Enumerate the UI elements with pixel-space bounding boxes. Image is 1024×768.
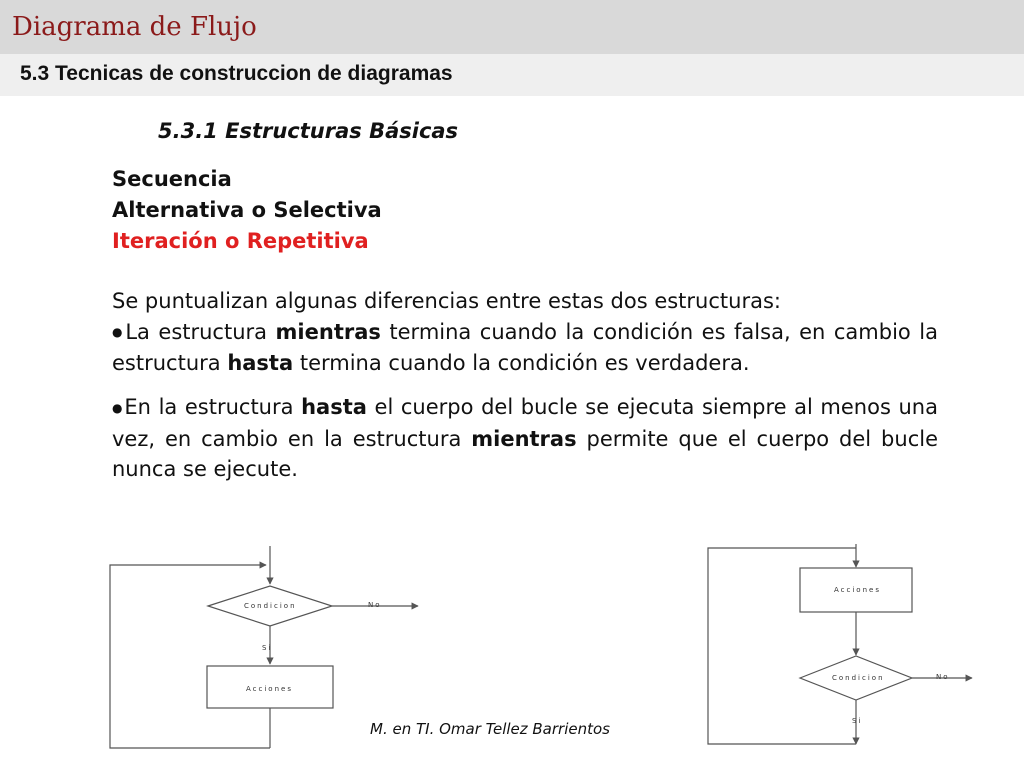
slide-title: Diagrama de Flujo <box>12 12 257 42</box>
slide-subtitle: 5.3 Tecnicas de construccion de diagrama… <box>20 62 453 85</box>
loop-back-line <box>109 561 270 749</box>
text-run: En la estructura <box>124 395 302 420</box>
title-bar <box>0 0 1024 54</box>
bullet-dot-icon: ● <box>112 325 125 340</box>
bullet-paragraph-2: ●En la estructura hasta el cuerpo del bu… <box>112 392 938 484</box>
structure-item-alternativa: Alternativa o Selectiva <box>112 198 382 222</box>
intro-paragraph: Se puntualizan algunas diferencias entre… <box>112 289 781 313</box>
text-run: permite que el cuerpo del bucle nunca se… <box>112 426 938 482</box>
author-credit: M. en TI. Omar Tellez Barrientos <box>370 720 610 738</box>
text-run: La estructura <box>125 319 276 344</box>
bold-term: hasta <box>227 350 294 375</box>
action-label: Acciones <box>834 586 881 594</box>
bold-term: hasta <box>301 395 367 420</box>
section-heading: 5.3.1 Estructuras Básicas <box>158 119 459 143</box>
yes-label: Si <box>262 644 272 652</box>
until-flowchart: Acciones Condicion No Si <box>707 544 973 745</box>
action-box <box>799 567 913 613</box>
while-flowchart: Condicion No Si Acciones <box>109 546 419 749</box>
text-run: el cuerpo del bucle se ejecuta siempre a… <box>112 395 938 451</box>
action-box <box>206 665 334 709</box>
loop-back-line <box>707 547 856 745</box>
subtitle-bar <box>0 54 1024 96</box>
bold-term: mientras <box>275 319 381 344</box>
structure-list: Secuencia Alternativa o Selectiva Iterac… <box>112 164 382 257</box>
bold-term: mientras <box>471 426 577 451</box>
body-text: Se puntualizan algunas diferencias entre… <box>112 286 938 485</box>
condition-label: Condicion <box>244 602 297 610</box>
bullet-dot-icon: ● <box>112 401 124 415</box>
yes-label: Si <box>852 717 862 725</box>
bullet-paragraph-1: ●La estructura mientras termina cuando l… <box>112 317 938 379</box>
no-label: No <box>936 673 950 681</box>
action-label: Acciones <box>246 685 293 693</box>
condition-label: Condicion <box>832 674 885 682</box>
structure-item-iteracion: Iteración o Repetitiva <box>112 229 369 253</box>
text-run: termina cuando la condición es verdadera… <box>293 350 750 375</box>
structure-item-secuencia: Secuencia <box>112 167 232 191</box>
text-run: termina cuando la condición es falsa, en… <box>112 319 938 375</box>
no-label: No <box>368 601 382 609</box>
